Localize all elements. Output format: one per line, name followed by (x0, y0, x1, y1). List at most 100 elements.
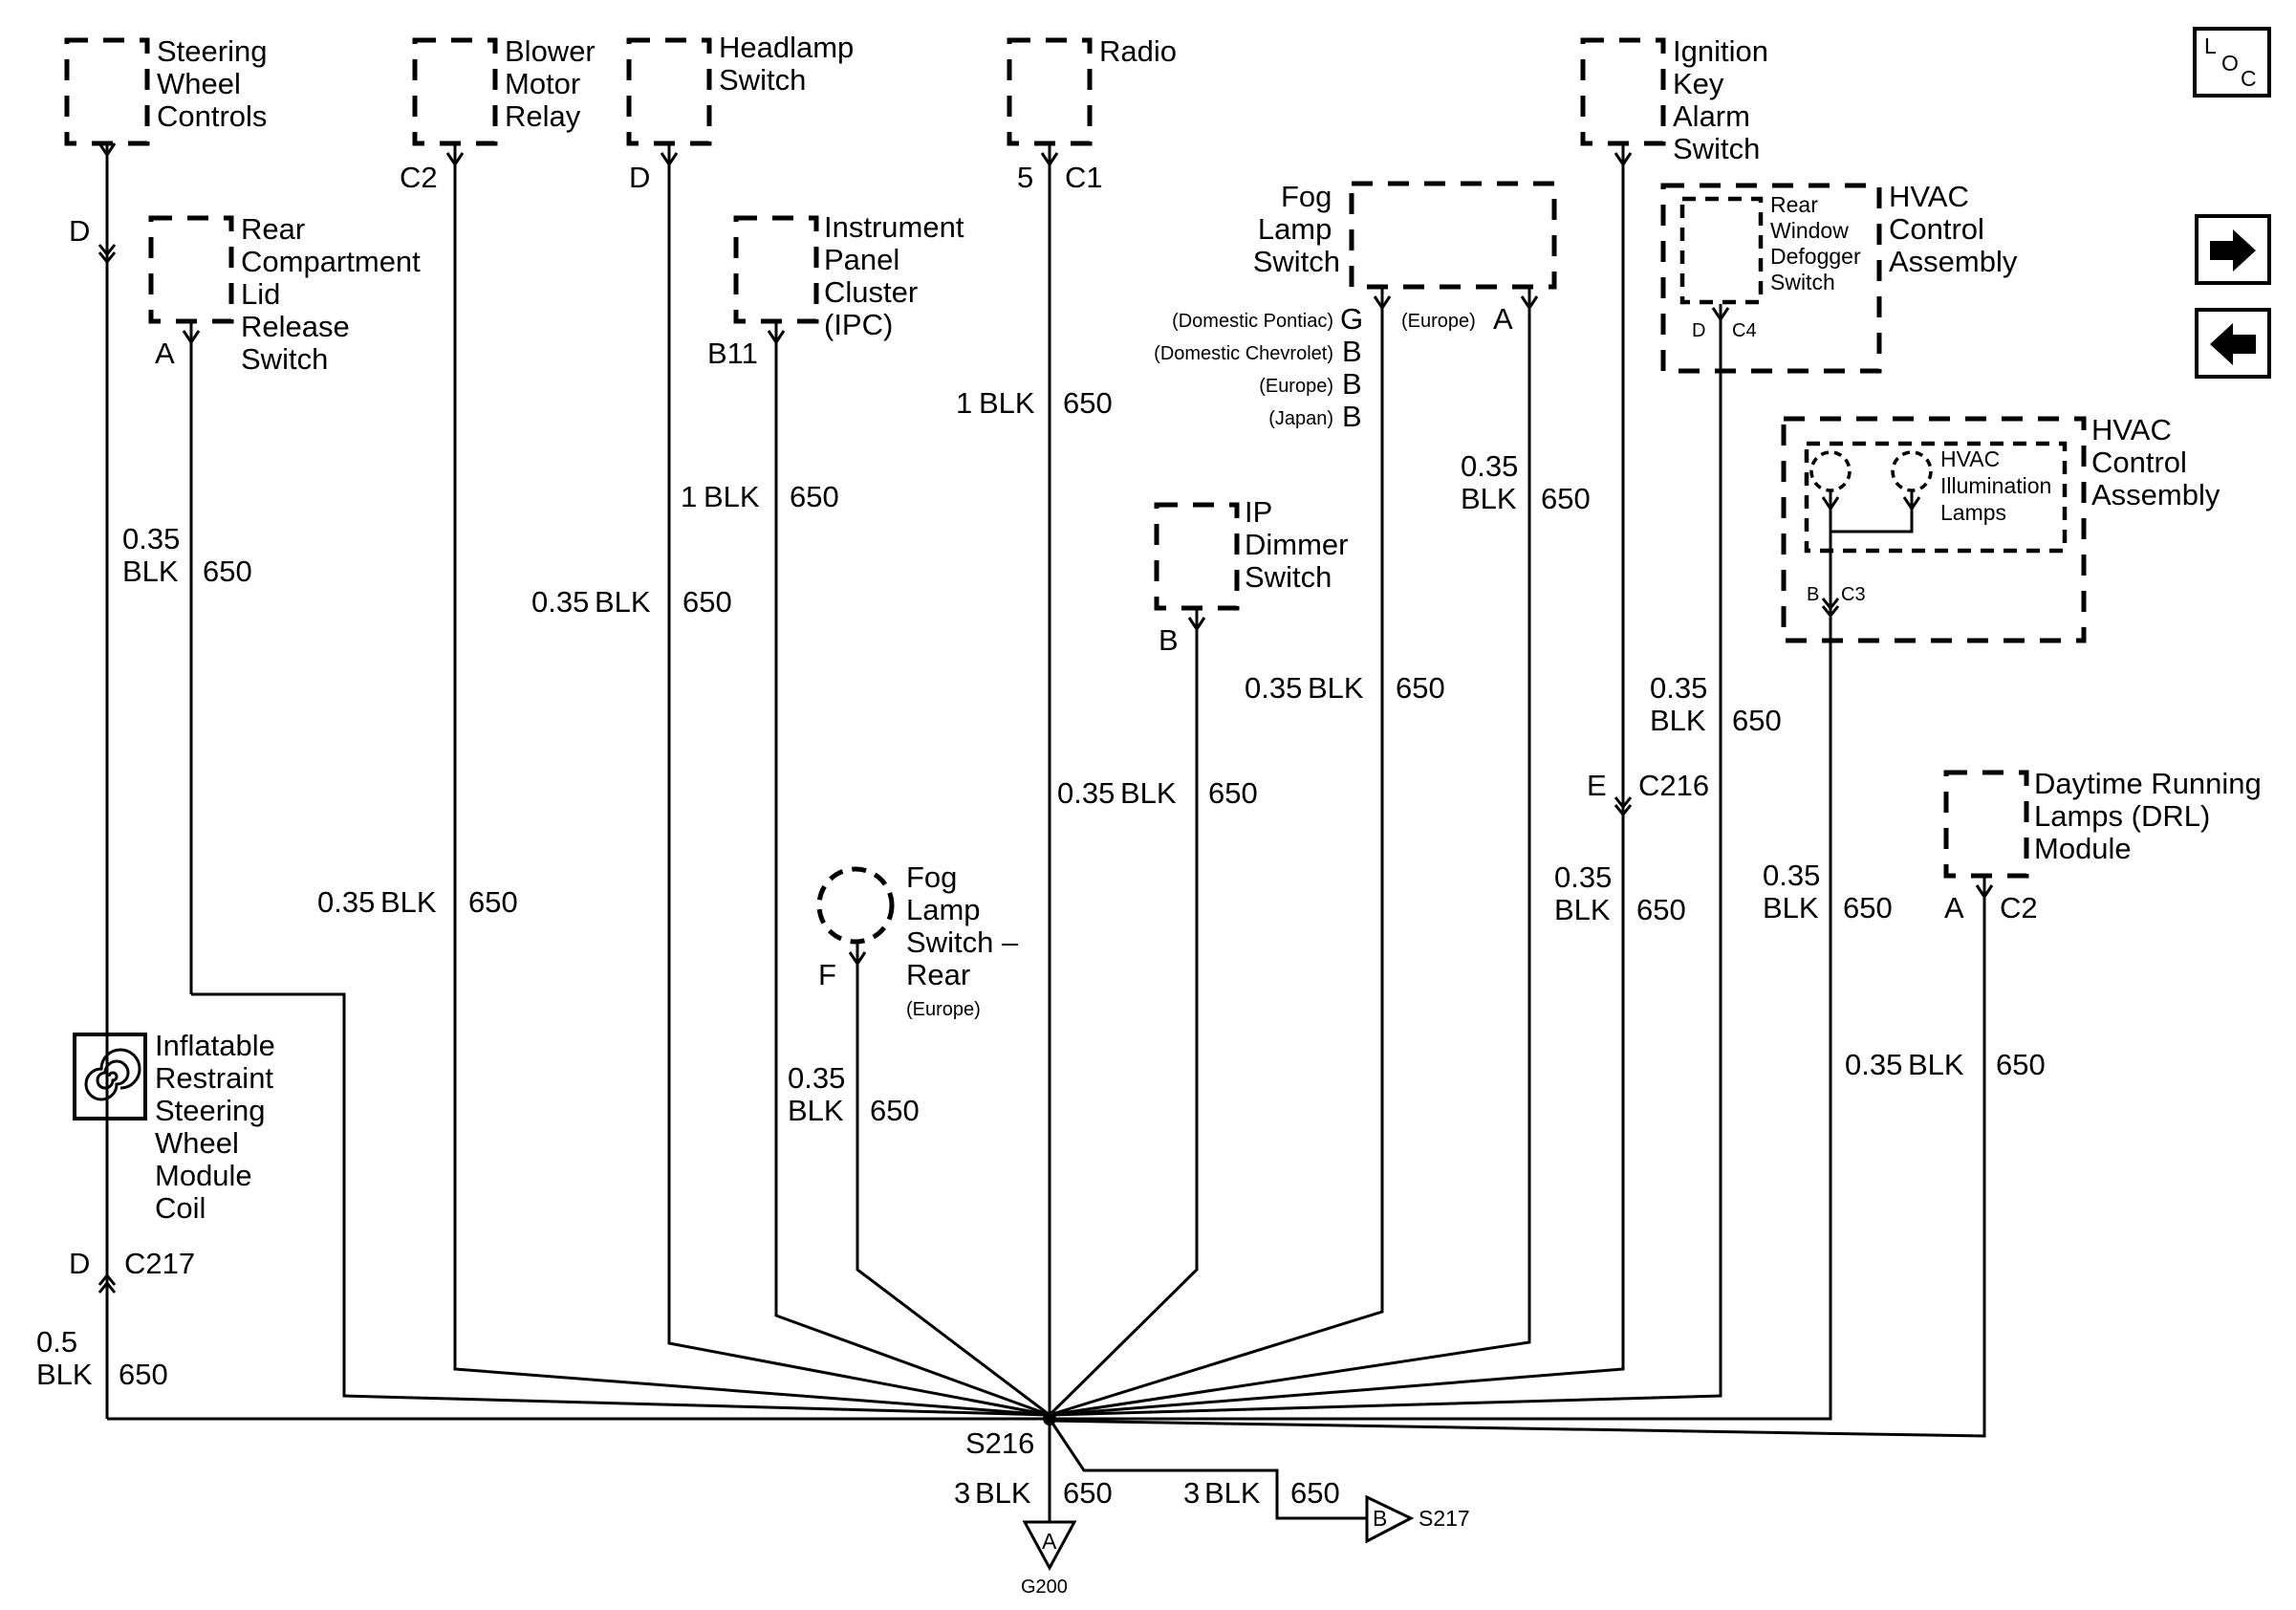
fog-lamp-switch-box (1349, 181, 1557, 290)
blower-motor-relay-label: Blower Motor Relay (505, 34, 603, 133)
wire-color-defogger: BLK (1650, 704, 1706, 737)
wire-color-fog-rear: BLK (788, 1094, 844, 1127)
pin-radio: 5 (1017, 161, 1033, 194)
wire-size-rear-lid: 0.35 (122, 522, 180, 555)
fog-europe-text: (Europe) (1259, 376, 1333, 397)
hvac-illumination-lamp-1-icon (1809, 450, 1852, 492)
wire-circuit-radio: 650 (1063, 386, 1113, 420)
wire-circuit-radio-lower: 650 (1208, 776, 1258, 810)
pin-blower-motor-relay: C2 (400, 161, 438, 194)
ignition-key-alarm-switch-label: Ignition Key Alarm Switch (1673, 34, 1777, 165)
wire-circuit-ipc: 650 (790, 480, 839, 513)
ip-dimmer-switch-box (1154, 502, 1240, 611)
ground-letter: A (1042, 1529, 1057, 1554)
connector-defogger: C4 (1732, 320, 1757, 341)
splice-s217-label: S217 (1419, 1506, 1470, 1531)
wire-circuit-defogger: 650 (1732, 704, 1782, 737)
wire-circuit-coil: 650 (119, 1358, 168, 1391)
arrow-left-icon (2210, 323, 2256, 365)
wire-size-radio: 1 (956, 386, 972, 420)
location-icon-c: C (2241, 66, 2257, 91)
splice-s217-arrow-icon (1365, 1494, 1415, 1544)
inflatable-restraint-coil-box (73, 1033, 147, 1120)
pin-c216: E (1587, 769, 1607, 802)
wire-circuit-drl: 650 (1996, 1048, 2046, 1081)
daytime-running-lamps-module-box (1943, 770, 2029, 879)
wire-size-drl: 0.35 (1845, 1048, 1902, 1081)
fog-lamp-switch-rear-outline (816, 866, 895, 945)
wire-circuit-hvac-illum: 650 (1843, 891, 1893, 925)
hvac-control-assembly-upper-label: HVAC Control Assembly (1889, 180, 2018, 278)
wire-color-headlamp: BLK (595, 585, 651, 619)
daytime-running-lamps-module-label: Daytime Running Lamps (DRL) Module (2034, 767, 2269, 865)
wire-size-coil: 0.5 (36, 1325, 77, 1359)
pin-headlamp-switch: D (629, 161, 650, 194)
wiring (105, 145, 1986, 1522)
wire-circuit-fog-rear: 650 (870, 1094, 920, 1127)
wire-circuit-rear-lid: 650 (203, 555, 252, 588)
rear-window-defogger-switch-label: Rear Window Defogger Switch (1770, 192, 1867, 294)
ignition-key-alarm-switch-box (1580, 37, 1666, 146)
wire-size-hvac-illum: 0.35 (1763, 859, 1820, 892)
wire-circuit-ignition: 650 (1636, 893, 1686, 926)
next-page-button[interactable] (2195, 214, 2271, 285)
radio-label: Radio (1099, 34, 1177, 68)
steering-wheel-controls-label: Steering Wheel Controls (157, 34, 275, 133)
wire-color-fog: BLK (1308, 671, 1364, 705)
previous-page-button[interactable] (2195, 308, 2271, 379)
fog-europe2-text: (Europe) (1401, 311, 1476, 332)
instrument-panel-cluster-box (733, 215, 819, 324)
fog-japan-pin: B (1342, 400, 1362, 433)
fog-lamp-switch-rear-label: Fog Lamp Switch – Rear (906, 860, 1027, 991)
pin-drl: A (1944, 891, 1964, 925)
wire-circuit-ground: 650 (1063, 1476, 1113, 1510)
hvac-illumination-lamp-2-icon (1891, 450, 1933, 492)
wire-size-s217: 3 (1183, 1476, 1200, 1510)
fog-lamp-switch-label: Fog Lamp Switch (1253, 180, 1340, 278)
wire-circuit-fog-europe: 650 (1541, 482, 1591, 515)
connector-drl: C2 (2000, 891, 2038, 925)
splice-s217-letter: B (1373, 1506, 1387, 1531)
wire-size-ipc: 1 (681, 480, 697, 513)
pin-c217: D (69, 1247, 90, 1280)
headlamp-switch-box (626, 37, 712, 146)
steering-wheel-controls-box (64, 37, 150, 146)
connector-c216: C216 (1638, 769, 1709, 802)
headlamp-switch-label: Headlamp Switch (719, 31, 862, 97)
pin-steering-wheel: D (69, 214, 90, 248)
wire-size-blower: 0.35 (317, 885, 375, 919)
fog-europe-pin: B (1342, 367, 1362, 401)
fog-pontiac-pin: G (1340, 302, 1363, 336)
wire-size-fog-rear: 0.35 (788, 1061, 845, 1095)
wire-circuit-blower: 650 (468, 885, 518, 919)
blower-motor-relay-box (412, 37, 498, 146)
location-button[interactable]: L O C (2193, 27, 2271, 98)
splice-s216-dot (1043, 1412, 1056, 1425)
wire-size-radio-lower: 0.35 (1057, 776, 1115, 810)
pin-ipc: B11 (707, 337, 758, 370)
rear-compartment-lid-release-switch-box (148, 215, 234, 324)
wire-color-fog-europe: BLK (1461, 482, 1517, 515)
wire-circuit-s217: 650 (1290, 1476, 1340, 1510)
wire-circuit-fog: 650 (1396, 671, 1445, 705)
wire-color-ignition: BLK (1554, 893, 1611, 926)
wire-color-coil: BLK (36, 1358, 93, 1391)
wire-color-blower: BLK (380, 885, 437, 919)
connector-symbols (97, 142, 1994, 1294)
wire-color-ground: BLK (975, 1476, 1031, 1510)
ground-g200-symbol (1022, 1520, 1077, 1572)
wire-size-ignition: 0.35 (1554, 860, 1612, 894)
ground-g200-label: G200 (1021, 1577, 1068, 1598)
ip-dimmer-switch-label: IP Dimmer Switch (1245, 495, 1356, 594)
fog-chevrolet-text: (Domestic Chevrolet) (1154, 343, 1333, 364)
hvac-control-assembly-upper-box (1660, 183, 1882, 374)
wire-size-defogger: 0.35 (1650, 671, 1707, 705)
connector-c217: C217 (124, 1247, 195, 1280)
clockspring-coil-icon (84, 1048, 141, 1101)
location-icon-o: O (2221, 51, 2239, 76)
pin-rear-compartment-lid: A (155, 337, 175, 370)
wire-size-fog: 0.35 (1245, 671, 1302, 705)
rear-compartment-lid-release-switch-label: Rear Compartment Lid Release Switch (241, 212, 428, 376)
connector-radio: C1 (1065, 161, 1103, 194)
